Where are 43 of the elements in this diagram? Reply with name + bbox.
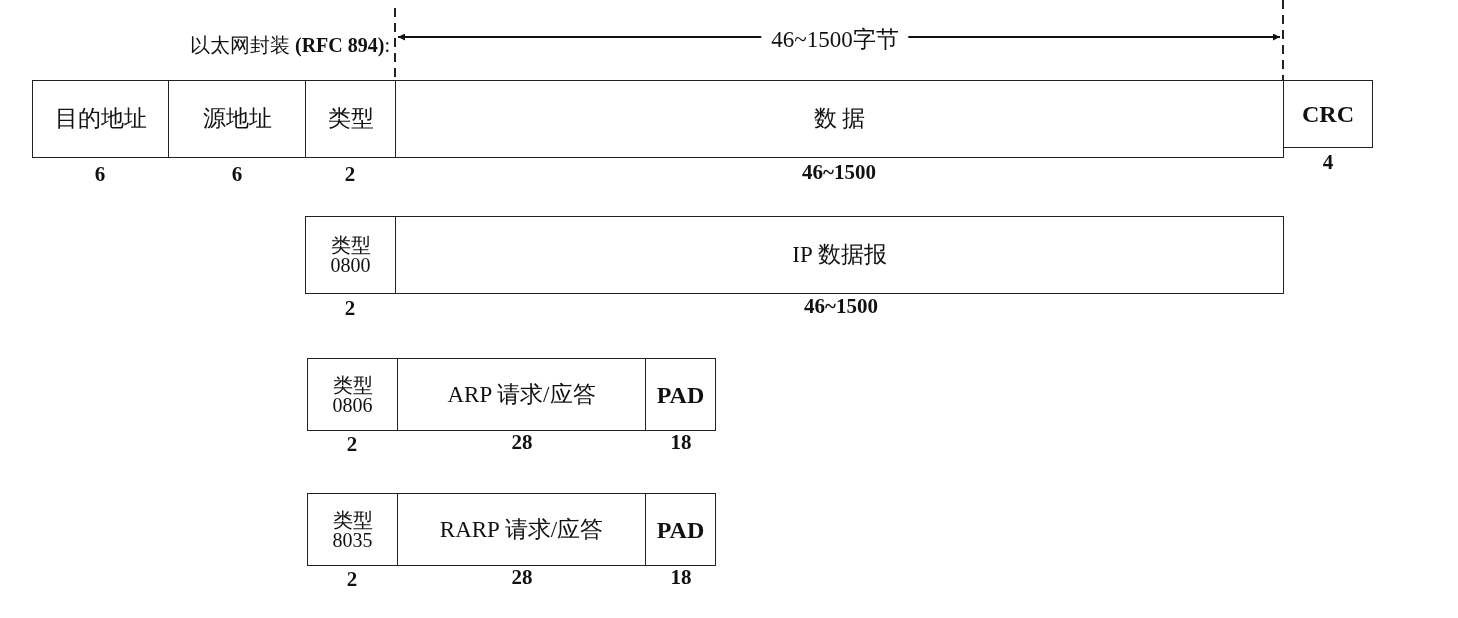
field-box bbox=[32, 80, 169, 158]
field-box bbox=[307, 493, 398, 566]
field-name: 类型 bbox=[332, 509, 373, 530]
field-name: 目的地址 bbox=[54, 108, 147, 130]
field-box bbox=[305, 80, 396, 158]
field-name: 类型 bbox=[327, 108, 374, 130]
field-box bbox=[645, 493, 716, 566]
field-name: 0806 bbox=[332, 394, 373, 415]
field-box bbox=[645, 358, 716, 431]
field-name: PAD bbox=[656, 518, 705, 541]
field-size: 2 bbox=[344, 296, 356, 321]
field-size: 46~1500 bbox=[804, 294, 878, 319]
field-size: 2 bbox=[344, 162, 356, 187]
field-box bbox=[395, 216, 1284, 294]
field-size: 18 bbox=[670, 565, 692, 590]
field-box bbox=[397, 493, 646, 566]
field-name: CRC bbox=[1302, 103, 1354, 125]
field-size: 18 bbox=[670, 430, 692, 455]
field-size: 2 bbox=[346, 432, 358, 457]
frame-title: 以太网封装 (RFC 894): bbox=[190, 33, 390, 59]
field-name: 0800 bbox=[330, 255, 371, 275]
field-name: RARP 请求/应答 bbox=[439, 518, 604, 541]
field-size: 46~1500 bbox=[802, 160, 876, 185]
field-box bbox=[397, 358, 646, 431]
field-name: 类型 bbox=[330, 235, 371, 255]
field-size: 28 bbox=[511, 565, 533, 590]
field-box bbox=[395, 80, 1284, 158]
field-size: 6 bbox=[94, 162, 106, 187]
field-name: 类型 bbox=[332, 374, 373, 395]
field-box bbox=[1283, 80, 1373, 148]
field-size: 4 bbox=[1322, 150, 1334, 175]
field-name: 8035 bbox=[332, 529, 373, 550]
field-box bbox=[307, 358, 398, 431]
field-size: 28 bbox=[511, 430, 533, 455]
field-name: ARP 请求/应答 bbox=[447, 383, 596, 406]
field-name: 数 据 bbox=[813, 108, 866, 130]
field-size: 6 bbox=[231, 162, 243, 187]
field-box bbox=[168, 80, 306, 158]
field-name: PAD bbox=[656, 383, 705, 406]
field-size: 2 bbox=[346, 567, 358, 592]
field-name: IP 数据报 bbox=[792, 244, 887, 266]
field-box bbox=[305, 216, 396, 294]
field-name: 源地址 bbox=[202, 108, 272, 130]
